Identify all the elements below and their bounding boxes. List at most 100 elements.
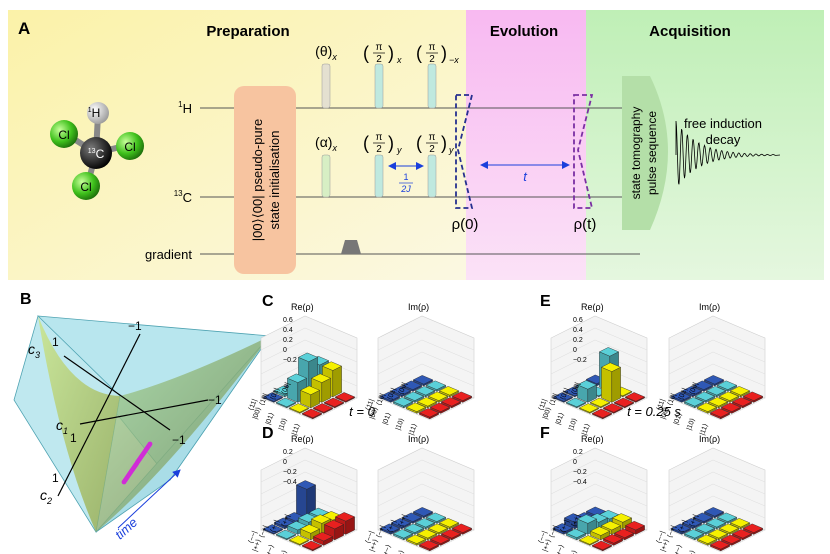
bar bbox=[323, 397, 345, 409]
bar bbox=[613, 397, 635, 409]
col-label: |++⟩ bbox=[541, 538, 553, 553]
bar bbox=[683, 529, 705, 541]
panel-title: Im(ρ) bbox=[699, 302, 720, 312]
col-label: |00⟩ bbox=[251, 406, 263, 421]
chlorine-atom-right bbox=[116, 132, 144, 160]
z-tick-label: −0.2 bbox=[283, 357, 297, 364]
bar bbox=[416, 397, 438, 409]
row-label: ⟨−−| bbox=[247, 530, 259, 545]
svg-text:2: 2 bbox=[376, 144, 382, 155]
panel-title: Im(ρ) bbox=[699, 434, 720, 444]
z-tick-label: 0.4 bbox=[283, 327, 293, 334]
col-label: |−+⟩ bbox=[685, 549, 697, 554]
evolution-region bbox=[466, 10, 586, 280]
svg-text:Cl: Cl bbox=[80, 180, 91, 194]
bar bbox=[312, 403, 334, 414]
row-label: ⟨+−| bbox=[677, 519, 689, 534]
svg-text:−x: −x bbox=[449, 55, 459, 65]
bar bbox=[301, 540, 323, 552]
bar bbox=[705, 518, 727, 530]
pulse-h-theta bbox=[321, 63, 331, 109]
bar bbox=[720, 402, 742, 414]
panel-title: Im(ρ) bbox=[408, 302, 429, 312]
col-label: |+−⟩ bbox=[672, 543, 684, 554]
tick-c1-pos: 1 bbox=[70, 431, 77, 445]
hydrogen-atom bbox=[87, 102, 109, 124]
bar bbox=[720, 534, 742, 546]
pulse-h-pi2-minus-x bbox=[427, 63, 437, 109]
row-label: ⟨10| bbox=[548, 392, 560, 406]
bar bbox=[392, 397, 414, 409]
svg-text:1: 1 bbox=[403, 172, 408, 182]
bar bbox=[681, 518, 703, 530]
rho-0-label: ρ(0) bbox=[452, 216, 479, 233]
row-label: ⟨01| bbox=[677, 387, 689, 401]
bar bbox=[412, 507, 434, 519]
bar bbox=[602, 534, 624, 546]
row-label: ⟨10| bbox=[666, 392, 678, 406]
bar bbox=[731, 397, 753, 409]
bar bbox=[707, 529, 729, 541]
row-label: ⟨−+| bbox=[666, 524, 678, 539]
bar bbox=[742, 523, 764, 535]
col-label: |−+⟩ bbox=[394, 549, 406, 554]
tick-c2-neg: −1 bbox=[128, 319, 142, 333]
col-label: |10⟩ bbox=[567, 417, 579, 432]
bar bbox=[301, 408, 323, 420]
svg-text:): ) bbox=[388, 133, 394, 153]
panel-label-e: E bbox=[540, 293, 551, 310]
z-tick-label: 0.2 bbox=[573, 337, 583, 344]
row-label: ⟨01| bbox=[559, 387, 571, 401]
row-label: ⟨++| bbox=[280, 513, 292, 528]
z-tick-label: −0.2 bbox=[283, 469, 297, 476]
svg-text:): ) bbox=[441, 133, 447, 153]
row-label: ⟨11| bbox=[247, 398, 259, 412]
bar bbox=[670, 523, 692, 535]
bar bbox=[299, 524, 321, 541]
bar bbox=[709, 540, 731, 552]
svg-text:2: 2 bbox=[429, 144, 435, 155]
col-label: |11⟩ bbox=[290, 422, 302, 436]
bar bbox=[451, 523, 473, 535]
col-label: |+−⟩ bbox=[264, 543, 276, 554]
bar bbox=[379, 391, 401, 403]
bar bbox=[390, 386, 412, 398]
bar bbox=[401, 380, 423, 392]
row-label: ⟨01| bbox=[269, 387, 281, 401]
row-label: ⟨−−| bbox=[364, 530, 376, 545]
row-label: ⟨+−| bbox=[386, 519, 398, 534]
bar bbox=[392, 529, 414, 541]
bar bbox=[683, 397, 705, 409]
initialisation-text-2: state initialisation bbox=[267, 131, 282, 230]
bar bbox=[716, 512, 738, 524]
section-title-evolution: Evolution bbox=[490, 23, 558, 40]
bar bbox=[405, 534, 427, 546]
col-label: |01⟩ bbox=[381, 411, 393, 426]
axis-label-c3: c3 bbox=[28, 341, 40, 360]
svg-text:1H: 1H bbox=[88, 106, 101, 120]
row-label: ⟨11| bbox=[537, 398, 549, 412]
bar bbox=[405, 402, 427, 414]
bar bbox=[613, 528, 635, 541]
svg-text:2J: 2J bbox=[400, 184, 411, 194]
svg-text:π: π bbox=[429, 42, 436, 53]
col-label: |++⟩ bbox=[368, 538, 380, 553]
svg-text:2: 2 bbox=[429, 54, 435, 65]
bar bbox=[600, 362, 622, 403]
tetrahedron-surface-upper bbox=[38, 316, 120, 532]
panel-d-imag: Im(ρ)⟨++|⟨+−|⟨−+|⟨−−||++⟩|+−⟩|−+⟩|−−⟩ bbox=[364, 434, 475, 554]
bar bbox=[742, 391, 764, 403]
bar bbox=[696, 402, 718, 414]
evolution-time-label: t bbox=[523, 169, 528, 184]
bar bbox=[694, 523, 716, 535]
bar bbox=[323, 519, 345, 541]
bar bbox=[602, 403, 624, 414]
svg-text:(: ( bbox=[416, 43, 422, 63]
fid-signal bbox=[675, 120, 781, 185]
svg-text:(: ( bbox=[416, 133, 422, 153]
row-label: ⟨−−| bbox=[537, 530, 549, 545]
pulse-c-alpha bbox=[321, 154, 331, 198]
col-label: |10⟩ bbox=[277, 417, 289, 432]
bar bbox=[729, 386, 751, 398]
bar bbox=[288, 535, 310, 546]
